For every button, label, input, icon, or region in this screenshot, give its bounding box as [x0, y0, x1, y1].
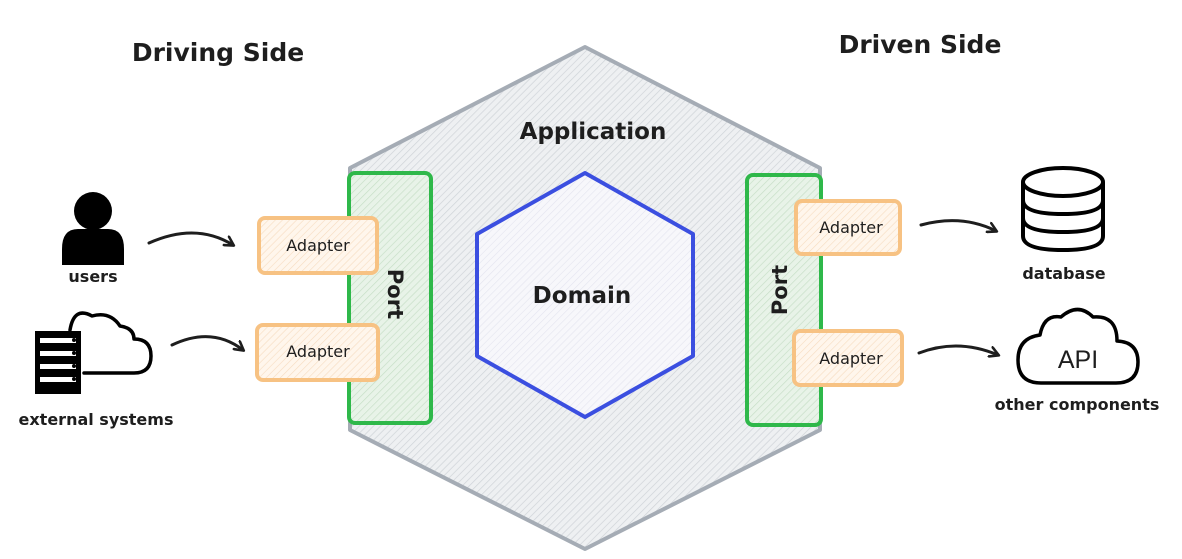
adapter-left-bottom-label: Adapter — [286, 342, 350, 361]
domain-hexagon — [475, 171, 695, 419]
adapter-right-top: Adapter — [794, 199, 902, 256]
driving-side-heading: Driving Side — [132, 38, 304, 67]
adapter-left-top-label: Adapter — [286, 236, 350, 255]
adapter-left-bottom: Adapter — [255, 323, 380, 382]
api-cloud-icon: API — [1016, 307, 1140, 385]
adapter-right-bottom: Adapter — [792, 329, 904, 387]
api-badge: API — [1058, 346, 1098, 374]
right-port-label: Port — [768, 265, 792, 315]
server-cloud-icon — [35, 311, 153, 394]
adapter-right-bottom-label: Adapter — [819, 349, 883, 368]
arrow-adapter-to-api — [917, 344, 998, 355]
database-label: database — [1022, 264, 1105, 283]
database-icon — [1021, 166, 1105, 253]
domain-label: Domain — [533, 283, 632, 309]
users-label: users — [68, 267, 117, 286]
user-icon — [62, 192, 124, 265]
external-systems-label: external systems — [19, 410, 174, 429]
left-port-label: Port — [383, 269, 407, 319]
driven-side-heading: Driven Side — [839, 30, 1002, 59]
application-label: Application — [520, 119, 667, 145]
adapter-left-top: Adapter — [257, 216, 379, 275]
arrow-users-to-adapter — [147, 231, 233, 245]
adapter-right-top-label: Adapter — [819, 218, 883, 237]
arrow-external-to-adapter — [170, 335, 243, 350]
other-components-label: other components — [995, 395, 1160, 414]
arrow-adapter-to-database — [919, 219, 996, 231]
